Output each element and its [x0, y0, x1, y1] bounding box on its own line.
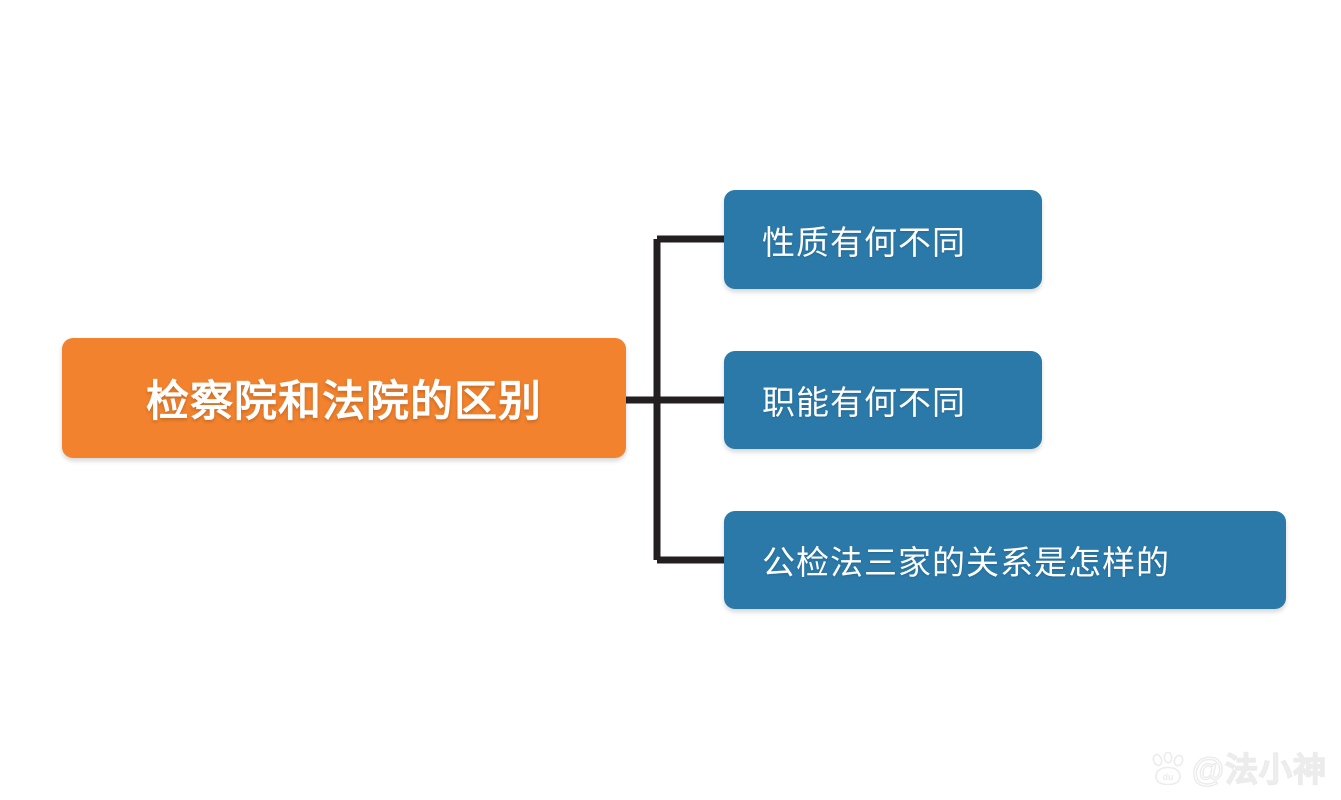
svg-text:du: du: [1162, 772, 1173, 782]
mindmap-root-node[interactable]: 检察院和法院的区别: [62, 338, 626, 458]
mindmap-child-node-3[interactable]: 公检法三家的关系是怎样的: [724, 511, 1286, 609]
watermark: du @法小神: [1150, 752, 1327, 786]
watermark-text: @法小神: [1191, 750, 1327, 788]
baidu-paw-icon: du: [1152, 752, 1184, 786]
child-node-1-label: 性质有何不同: [762, 223, 966, 261]
root-node-label: 检察院和法院的区别: [146, 378, 542, 426]
child-node-2-label: 职能有何不同: [762, 384, 966, 421]
mindmap-child-node-2[interactable]: 职能有何不同: [724, 351, 1042, 449]
child-node-3-label: 公检法三家的关系是怎样的: [762, 544, 1170, 581]
mindmap-child-node-1[interactable]: 性质有何不同: [724, 190, 1042, 289]
